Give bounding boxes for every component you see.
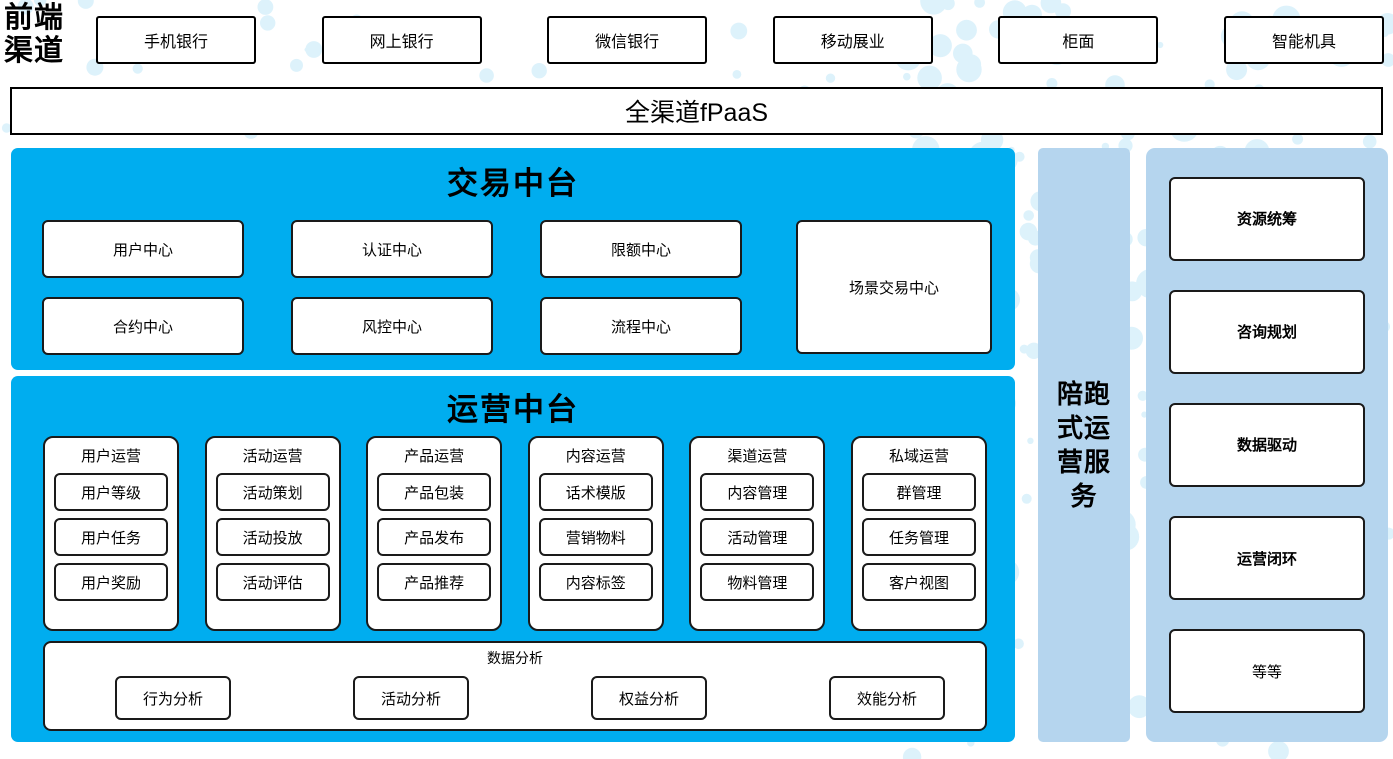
operation-column-title: 内容运营 [565,448,626,465]
operation-column-private-domain-operation: 私域运营 群管理 任务管理 客户视图 [850,436,987,631]
trade-platform-title: 交易中台 [447,166,579,201]
data-analysis-activity[interactable]: 活动分析 [353,676,469,720]
trade-center-process[interactable]: 流程中心 [540,297,742,355]
operation-item[interactable]: 活动管理 [700,518,815,556]
operation-platform-title: 运营中台 [447,392,579,427]
operation-column-title: 活动运营 [242,448,303,465]
frontend-channel-label-line1: 前端 [4,2,65,34]
data-analysis-behavior[interactable]: 行为分析 [115,676,231,720]
frontend-channel-label-line2: 渠道 [4,35,65,67]
operation-item[interactable]: 活动策划 [215,473,330,511]
trade-center-contract[interactable]: 合约中心 [42,297,244,355]
data-analysis-equity[interactable]: 权益分析 [591,676,707,720]
omnichannel-fpaas-bar[interactable]: 全渠道fPaaS [10,87,1383,135]
accompanying-operation-service-panel: 陪跑式运营服务 [1038,148,1130,742]
capability-consulting-planning[interactable]: 咨询规划 [1169,289,1365,374]
operation-column-content-operation: 内容运营 话术模版 营销物料 内容标签 [527,436,664,631]
operation-item[interactable]: 用户任务 [54,518,168,556]
channel-online-bank[interactable]: 网上银行 [321,16,482,64]
trade-center-risk[interactable]: 风控中心 [291,297,493,355]
operation-column-product-operation: 产品运营 产品包装 产品发布 产品推荐 [366,436,503,631]
operation-item[interactable]: 用户等级 [54,473,168,511]
data-analysis-title: 数据分析 [487,650,543,666]
accompanying-operation-service-label: 陪跑式运营服务 [1056,379,1111,511]
operation-column-group: 用户运营 用户等级 用户任务 用户奖励 活动运营 活动策划 活动投放 活动评估 … [43,436,987,631]
operation-platform-panel: 运营中台 用户运营 用户等级 用户任务 用户奖励 活动运营 活动策划 活动投放 … [11,376,1015,742]
operation-item[interactable]: 内容标签 [538,563,653,601]
operation-item[interactable]: 话术模版 [538,473,653,511]
channel-counter[interactable]: 柜面 [998,16,1159,64]
data-analysis-container: 数据分析 行为分析 活动分析 权益分析 效能分析 [43,641,987,731]
channel-mobile-field[interactable]: 移动展业 [772,16,933,64]
operation-item[interactable]: 物料管理 [700,563,815,601]
operation-item[interactable]: 活动投放 [215,518,330,556]
operation-column-title: 私域运营 [888,448,949,465]
operation-column-channel-operation: 渠道运营 内容管理 活动管理 物料管理 [689,436,826,631]
operation-item[interactable]: 群管理 [861,473,976,511]
trade-center-auth[interactable]: 认证中心 [291,220,493,278]
channel-smart-machine[interactable]: 智能机具 [1223,16,1384,64]
operation-item[interactable]: 产品包装 [377,473,492,511]
operation-item[interactable]: 任务管理 [861,518,976,556]
operation-column-activity-operation: 活动运营 活动策划 活动投放 活动评估 [204,436,341,631]
trade-center-user[interactable]: 用户中心 [42,220,244,278]
operation-column-user-operation: 用户运营 用户等级 用户任务 用户奖励 [43,436,179,631]
operation-item[interactable]: 产品发布 [377,518,492,556]
channel-mobile-bank[interactable]: 手机银行 [96,16,256,64]
capability-operation-closed-loop[interactable]: 运营闭环 [1169,516,1365,601]
operation-item[interactable]: 活动评估 [215,563,330,601]
operation-column-title: 用户运营 [80,448,141,465]
channel-wechat-bank[interactable]: 微信银行 [547,16,708,64]
frontend-channel-label: 前端 渠道 [4,2,90,68]
frontend-channel-row: 手机银行 网上银行 微信银行 移动展业 柜面 智能机具 [96,16,1384,66]
operation-column-title: 产品运营 [404,448,465,465]
trade-center-grid: 用户中心 认证中心 限额中心 合约中心 风控中心 流程中心 场景交易中心 [42,220,992,355]
operation-item[interactable]: 用户奖励 [54,563,168,601]
trade-center-limit[interactable]: 限额中心 [540,220,742,278]
operation-item[interactable]: 内容管理 [700,473,815,511]
operation-item[interactable]: 营销物料 [538,518,653,556]
operation-item[interactable]: 产品推荐 [377,563,492,601]
capability-resource-coordination[interactable]: 资源统筹 [1169,176,1365,261]
data-analysis-item-row: 行为分析 活动分析 权益分析 效能分析 [115,676,945,720]
capability-data-driven[interactable]: 数据驱动 [1169,402,1365,487]
capability-panel: 资源统筹 咨询规划 数据驱动 运营闭环 等等 [1146,148,1388,742]
data-analysis-efficiency[interactable]: 效能分析 [829,676,945,720]
trade-platform-panel: 交易中台 用户中心 认证中心 限额中心 合约中心 风控中心 流程中心 场景交易中… [11,148,1015,370]
operation-column-title: 渠道运营 [727,448,788,465]
trade-center-scene[interactable]: 场景交易中心 [796,220,992,354]
operation-item[interactable]: 客户视图 [861,563,976,601]
capability-etcetera[interactable]: 等等 [1169,629,1365,714]
